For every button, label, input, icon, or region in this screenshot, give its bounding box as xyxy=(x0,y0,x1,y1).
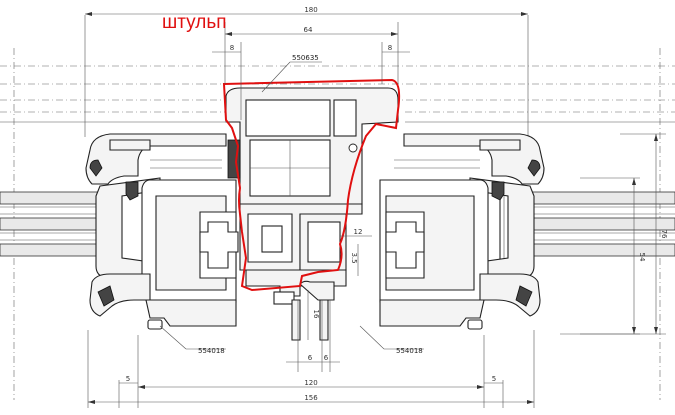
part-label-bottom-left-text: 554018 xyxy=(198,347,225,355)
dim-5-right-label: 5 xyxy=(492,375,496,383)
dimension-3-5: 3.5 xyxy=(350,244,359,276)
dim-5-left-label: 5 xyxy=(126,375,130,383)
mullion-profile xyxy=(225,87,399,372)
dimension-right-outer: 76 xyxy=(560,133,668,335)
dimension-top-overall: 180 xyxy=(85,6,528,16)
dim-64-label: 64 xyxy=(304,26,313,34)
part-label-top: 550635 xyxy=(261,54,322,93)
dim-8-right-label: 8 xyxy=(388,44,392,52)
dimension-16: 16 xyxy=(307,290,320,340)
left-frame-profile xyxy=(85,133,239,330)
dim-6-left-label: 6 xyxy=(308,354,313,362)
dimension-12: 12 xyxy=(340,228,372,237)
dimension-right-inner: 54 xyxy=(580,177,646,335)
mullion-highlight-outline xyxy=(222,78,401,292)
dim-54-label: 54 xyxy=(638,253,646,262)
part-label-bottom-left: 554018 xyxy=(159,325,226,355)
mullion-annotation: штульп xyxy=(162,12,227,33)
part-label-top-text: 550635 xyxy=(292,54,319,62)
dimension-top-right-8: 8 xyxy=(381,42,410,84)
dimension-bottom-156: 156 xyxy=(87,330,535,408)
dimension-bottom-120: 120 xyxy=(138,379,484,389)
dim-156-label: 156 xyxy=(304,394,318,402)
dim-120-label: 120 xyxy=(304,379,317,387)
dim-6-right-label: 6 xyxy=(324,354,329,362)
right-frame-profile xyxy=(379,133,545,330)
dimension-top-inner: 64 xyxy=(224,22,399,84)
part-label-bottom-right-text: 554018 xyxy=(396,347,423,355)
dimension-bottom-6: 6 6 xyxy=(286,354,340,363)
dimension-top-left-8: 8 xyxy=(212,42,242,120)
dim-12-label: 12 xyxy=(354,228,363,236)
dim-8-left-label: 8 xyxy=(230,44,234,52)
part-label-bottom-right: 554018 xyxy=(359,325,424,355)
dim-16-label: 16 xyxy=(312,310,320,319)
dim-3-5-label: 3.5 xyxy=(350,252,358,263)
dim-76-label: 76 xyxy=(660,230,668,239)
dimension-bottom-5: 5 5 xyxy=(119,375,503,384)
dim-180-label: 180 xyxy=(304,6,317,14)
